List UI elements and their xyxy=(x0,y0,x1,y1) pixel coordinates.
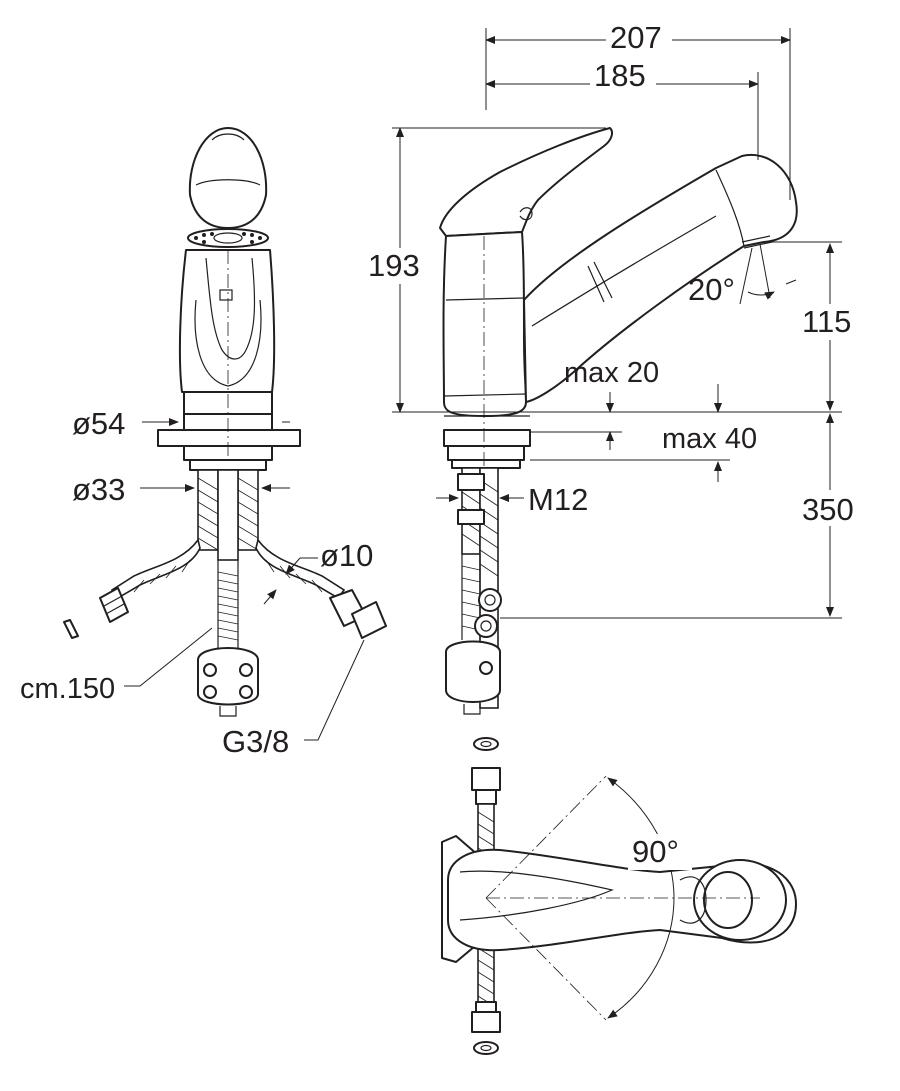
front-aerator xyxy=(187,228,269,248)
dim-spray-angle: 20° xyxy=(688,272,735,307)
side-view: 207 185 193 20° 115 max 20 max 40 xyxy=(368,18,864,715)
dim-deck-max-thin: max 20 xyxy=(564,357,659,389)
dim-spout-reach: 185 xyxy=(594,58,646,93)
dim-thread: M12 xyxy=(528,482,588,517)
front-view: ø54 ø33 ø10 cm.150 G3/8 xyxy=(20,127,387,759)
dim-deck-max-thick: max 40 xyxy=(662,423,757,455)
dim-height: 193 xyxy=(368,248,420,283)
front-deck-plate xyxy=(157,429,301,447)
dim-spout-height: 115 xyxy=(802,304,851,339)
side-lever xyxy=(439,127,613,237)
dim-hose-diameter: ø10 xyxy=(320,538,373,573)
dim-hose-length-approx: cm.150 xyxy=(20,673,115,705)
side-body xyxy=(442,231,527,417)
top-view: 90° xyxy=(441,737,797,1055)
side-base xyxy=(443,429,531,447)
side-hose-weight xyxy=(445,640,501,703)
front-hoses xyxy=(63,469,387,717)
front-body xyxy=(178,249,276,393)
dim-connection-thread: G3/8 xyxy=(222,724,289,759)
front-lever xyxy=(188,127,268,229)
dim-overall-length: 207 xyxy=(610,20,662,55)
dim-lever-rotation: 90° xyxy=(632,834,679,869)
dim-base-diameter: ø54 xyxy=(72,406,125,441)
dim-shank-diameter: ø33 xyxy=(72,472,125,507)
aerator-dots xyxy=(194,232,262,244)
side-spout xyxy=(523,153,798,403)
dim-hose-length: 350 xyxy=(802,492,854,527)
